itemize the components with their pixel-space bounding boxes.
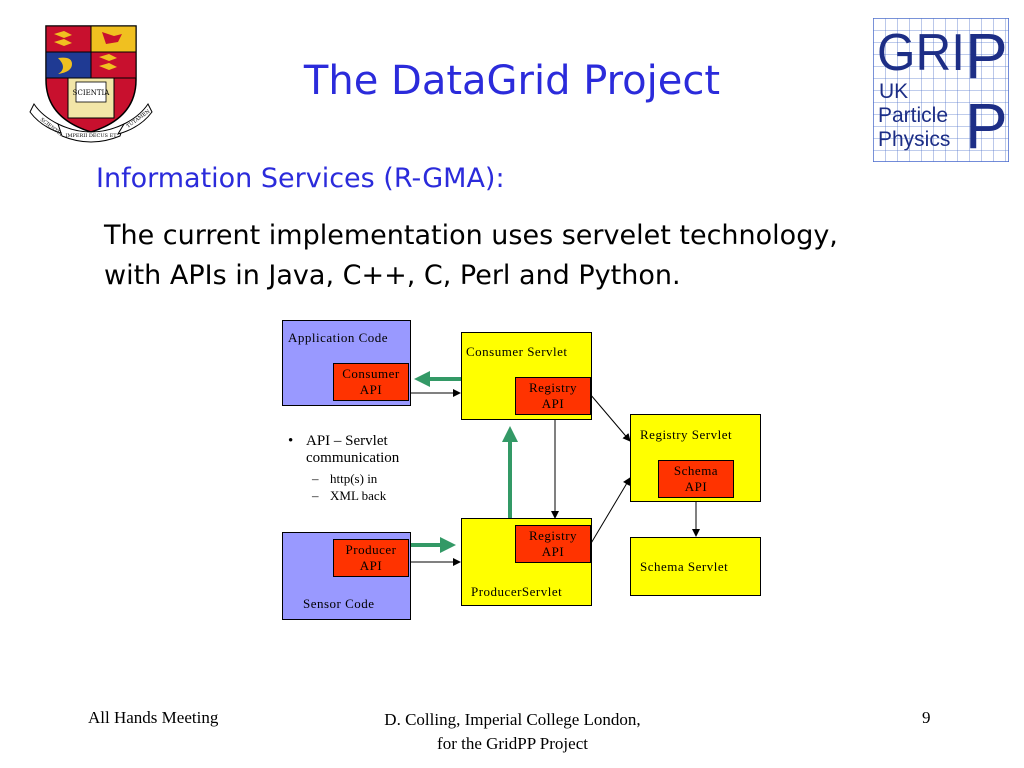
body-text-line-2: with APIs in Java, C++, C, Perl and Pyth… [104,260,681,291]
section-subtitle: Information Services (R-GMA): [96,163,505,194]
bullet-list: • API – Servlet communication – http(s) … [288,433,399,504]
gridpp-particle-text: Particle [878,104,948,127]
registry-servlet-label: Registry Servlet [640,427,733,442]
schema-api-label-1: Schema [673,463,719,478]
page-number: 9 [922,708,931,727]
consumer-servlet-label: Consumer Servlet [466,344,568,359]
registry-api-top-label-1: Registry [528,380,578,395]
footer-center-line-1: D. Colling, Imperial College London, [384,710,641,729]
crest-motto-bottom: IMPERII DECUS ET [65,133,117,139]
bullet-sub-item-1: – http(s) in [288,470,399,487]
schema-api-label-2: API [684,479,708,494]
imperial-college-crest-logo: SCIENTIA SCIENTIA IMPERII DECUS ET TUTAM… [29,25,153,143]
page-title: The DataGrid Project [303,58,721,104]
bullet-dot-icon: • [288,433,294,449]
footer-left: All Hands Meeting [88,708,219,727]
sensor-code-box: Producer API Sensor Code [282,532,411,620]
schema-servlet-box: Schema Servlet [630,537,761,596]
registry-api-to-registry-servlet-arrow [589,393,631,442]
body-text-line-1: The current implementation uses servelet… [104,220,838,251]
registry-api-top-box: Registry API [515,377,591,415]
gridpp-p-bottom: P [965,90,1008,162]
bullet-sub-label-1: http(s) in [330,471,378,486]
gridpp-uk-text: UK [879,80,908,103]
registry-api-top-label-2: API [541,396,565,411]
schema-api-box: Schema API [658,460,734,498]
crest-book-text: SCIENTIA [73,89,111,97]
consumer-api-box: Consumer API [333,363,409,401]
application-code-box: Application Code Consumer API [282,320,411,406]
bullet-sub-label-2: XML back [330,488,387,503]
footer-center-line-2: for the GridPP Project [437,734,588,753]
producer-api-box: Producer API [333,539,409,577]
registry-servlet-box: Registry Servlet Schema API [630,414,761,502]
schema-servlet-label: Schema Servlet [640,559,729,574]
bullet-main-line-2: communication [306,450,400,466]
consumer-servlet-box: Consumer Servlet Registry API [461,332,592,420]
registry-api-bottom-box: Registry API [515,525,591,563]
producer-servlet-label: ProducerServlet [471,584,563,599]
application-code-label: Application Code [288,330,389,345]
registry-api-bottom-label-2: API [541,544,565,559]
gridpp-p-top: P [965,20,1008,92]
footer-center: D. Colling, Imperial College London, for… [330,708,695,756]
bullet-sub-item-2: – XML back [288,487,399,504]
producer-api-label-1: Producer [345,542,397,557]
consumer-api-label-1: Consumer [342,366,400,381]
bullet-item-main: • API – Servlet communication [288,433,399,467]
producer-servlet-box: Registry API ProducerServlet [461,518,592,606]
dash-icon: – [312,488,319,503]
gridpp-logo: GRI P P UK Particle Physics [873,18,1009,162]
consumer-api-label-2: API [359,382,383,397]
gridpp-grid-text: GRI [877,24,965,82]
gridpp-physics-text: Physics [878,128,950,151]
producer-registry-api-to-registry-servlet-arrow [589,477,631,546]
dash-icon: – [312,471,319,486]
registry-api-bottom-label-1: Registry [528,528,578,543]
sensor-code-label: Sensor Code [303,596,375,611]
producer-api-label-2: API [359,558,383,573]
bullet-main-line-1: API – Servlet [306,433,388,449]
